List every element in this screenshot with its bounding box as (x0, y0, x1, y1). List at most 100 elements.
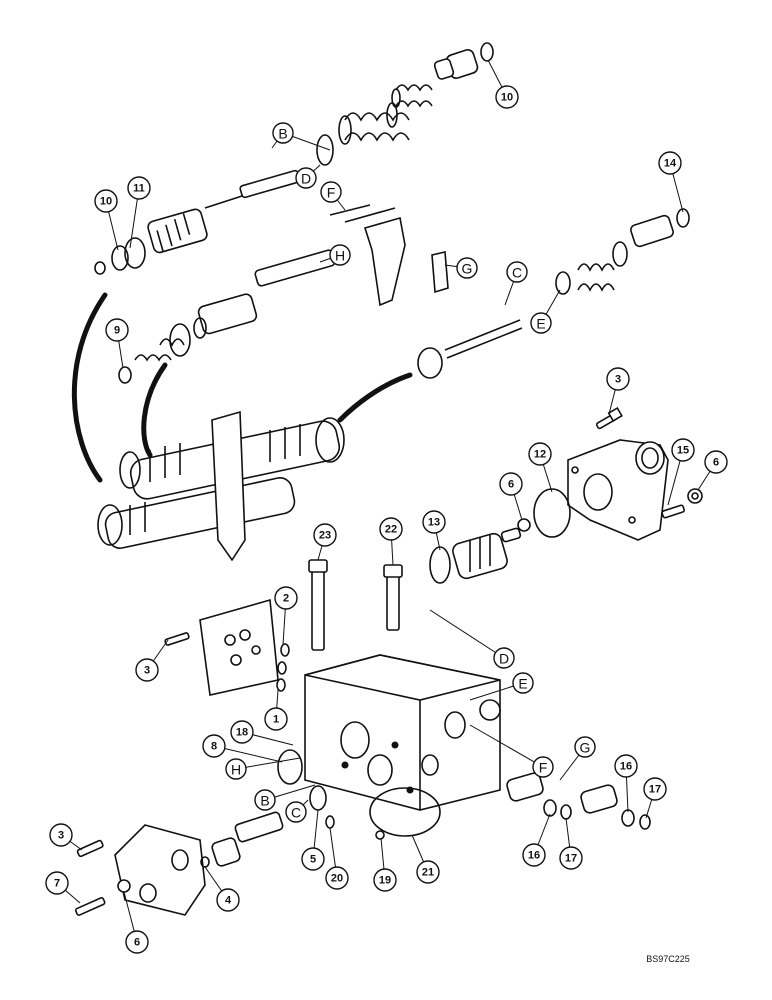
callout-circle (606, 367, 630, 391)
letter-circle (506, 261, 528, 283)
part-callout: 5 (301, 847, 325, 871)
part-callout: 7 (45, 871, 69, 895)
callout-circle (528, 442, 552, 466)
callout-number: 23 (319, 530, 331, 542)
part-callout: 3 (606, 367, 630, 391)
callout-number: 17 (565, 853, 577, 865)
callout-number: 15 (677, 445, 689, 457)
letter-callout: E (512, 672, 534, 694)
callout-number: 9 (114, 325, 120, 337)
letter-callout: B (272, 122, 294, 144)
top-plug (433, 42, 494, 80)
assembly-arcs (71, 292, 413, 483)
part-callout: 17 (643, 777, 667, 801)
letter-callout: B (254, 789, 276, 811)
callout-number: 20 (331, 873, 343, 885)
callout-number: 19 (379, 875, 391, 887)
part-callout: 22 (379, 517, 403, 541)
letter-callout: E (530, 312, 552, 334)
lower-left-springs (118, 338, 185, 384)
part-callout: 6 (704, 450, 728, 474)
callout-circle (135, 658, 159, 682)
letter-label: H (335, 248, 345, 264)
callout-number: 21 (422, 867, 434, 879)
right-spring-assembly (555, 208, 690, 295)
link-bracket (329, 204, 449, 307)
callout-circle (125, 930, 149, 954)
callout-circle (416, 860, 440, 884)
callout-number: 13 (428, 517, 440, 529)
part-callout: 10 (94, 189, 118, 213)
left-spring-assembly (94, 208, 208, 275)
callout-circle (301, 847, 325, 871)
callout-circle (127, 176, 151, 200)
part-callout: 13 (422, 510, 446, 534)
letter-circle (574, 736, 596, 758)
letter-label: H (231, 762, 241, 778)
letter-label: E (536, 316, 545, 332)
callout-number: 4 (225, 895, 232, 907)
letter-circle (254, 789, 276, 811)
letter-callout: H (329, 244, 351, 266)
part-callout: 17 (559, 846, 583, 870)
callout-circle (373, 868, 397, 892)
part-callout: 23 (313, 523, 337, 547)
letter-label: G (462, 261, 473, 277)
callout-circle (216, 888, 240, 912)
part-callout: 20 (325, 866, 349, 890)
callout-circle (45, 871, 69, 895)
letter-callout: C (285, 801, 307, 823)
callout-number: 10 (100, 196, 112, 208)
callout-number: 16 (620, 761, 632, 773)
part-callout: 21 (416, 860, 440, 884)
part-callout: 8 (202, 734, 226, 758)
letter-label: E (518, 676, 527, 692)
part-callout: 9 (105, 318, 129, 342)
letter-label: B (260, 793, 269, 809)
letter-circle (512, 672, 534, 694)
letter-label: C (291, 805, 301, 821)
callout-number: 6 (134, 937, 140, 949)
callout-circle (202, 734, 226, 758)
letter-circle (295, 167, 317, 189)
callout-number: 6 (713, 457, 719, 469)
part-callout: 2 (274, 586, 298, 610)
letter-label: D (499, 651, 509, 667)
letter-circle (329, 244, 351, 266)
callout-circle (559, 846, 583, 870)
callout-number: 8 (211, 741, 217, 753)
callout-number: 2 (283, 593, 289, 605)
callout-circle (264, 707, 288, 731)
callout-number: 6 (508, 479, 514, 491)
letter-label: F (327, 185, 336, 201)
callout-circle (274, 586, 298, 610)
drawing-code: BS97C225 (646, 954, 690, 964)
letter-label: C (512, 265, 522, 281)
callout-circle (704, 450, 728, 474)
letter-callout: F (532, 756, 554, 778)
part-callout: 3 (49, 823, 73, 847)
letter-callout: D (493, 647, 515, 669)
callout-circle (614, 754, 638, 778)
callout-circle (658, 151, 682, 175)
callout-number: 3 (615, 374, 621, 386)
callout-number: 11 (133, 183, 145, 195)
part-callout: 16 (614, 754, 638, 778)
letter-callout: C (506, 261, 528, 283)
callout-circle (422, 510, 446, 534)
part-callout: 6 (125, 930, 149, 954)
leader-line (235, 757, 301, 770)
letter-label: B (278, 126, 287, 142)
callout-circle (522, 843, 546, 867)
callout-number: 17 (649, 784, 661, 796)
part-callout: 11 (127, 176, 151, 200)
letter-circle (493, 647, 515, 669)
callout-number: 1 (273, 714, 279, 726)
spool-c (417, 319, 523, 379)
callout-circle (94, 189, 118, 213)
assembled-spool-cluster (97, 410, 345, 562)
part-callout: 1 (264, 707, 288, 731)
